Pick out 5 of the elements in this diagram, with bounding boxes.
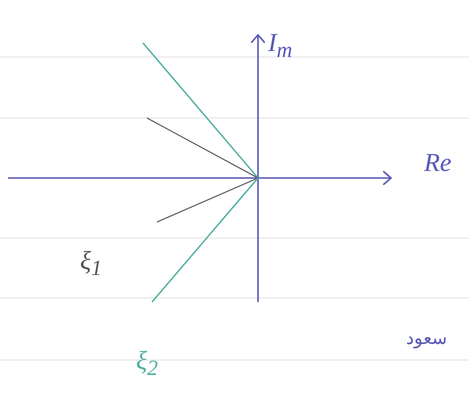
signature: سعود	[406, 330, 448, 348]
axis-label: I$_{m}$	[268, 30, 292, 62]
line-label: ξ$_{2}$	[136, 348, 158, 380]
line-label: ξ$_{1}$	[80, 248, 102, 280]
axis-label: Re	[424, 150, 452, 176]
